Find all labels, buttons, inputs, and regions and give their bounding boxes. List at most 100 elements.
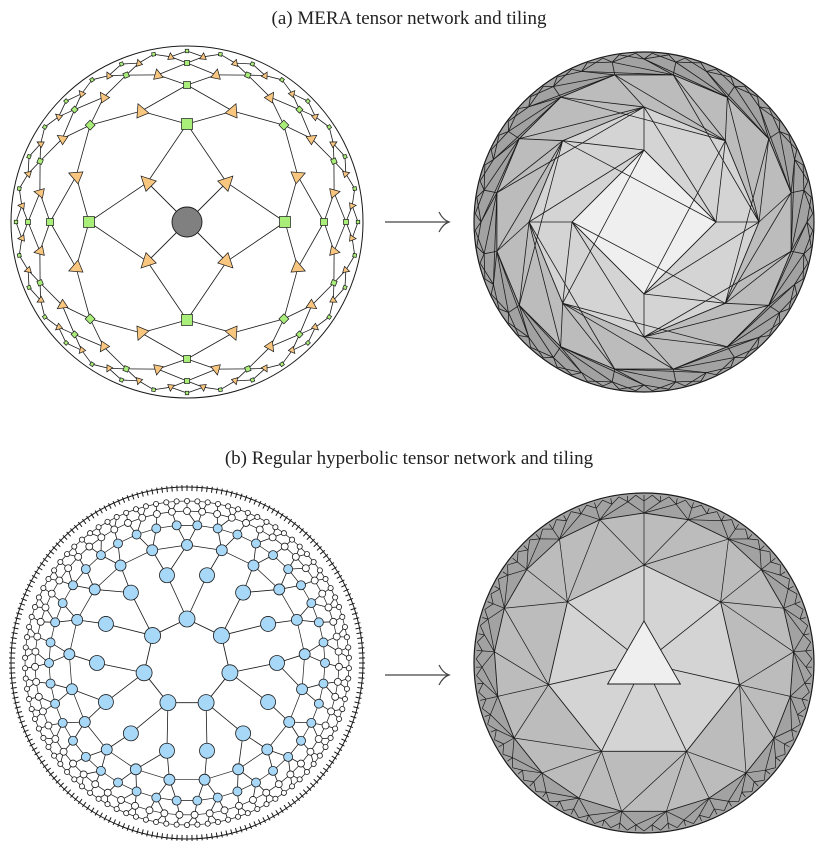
- tensor-node: [332, 632, 341, 641]
- tensor-node: [50, 698, 61, 709]
- tensor-node: [225, 503, 232, 510]
- isometry-node: [140, 175, 157, 192]
- tensor-node: [280, 530, 287, 537]
- tensor-node: [183, 497, 190, 504]
- tensor-node: [35, 594, 42, 601]
- isometry-node: [106, 364, 114, 373]
- disentangler-node: [279, 76, 285, 83]
- tensor-node: [160, 809, 169, 818]
- tensor-node: [220, 806, 229, 815]
- tensor-node: [324, 603, 333, 612]
- disentangler-node: [304, 339, 311, 346]
- tensor-node: [88, 583, 101, 596]
- isometry-node: [68, 259, 84, 273]
- tensor-node: [26, 623, 33, 630]
- tensor-node: [36, 617, 45, 626]
- isometry-node: [99, 91, 111, 104]
- network-boundary: [10, 45, 364, 399]
- isometry-node: [17, 202, 25, 210]
- isometry-node: [263, 91, 275, 104]
- tensor-node: [213, 510, 222, 518]
- tensor-node: [98, 616, 114, 632]
- tensor-node: [341, 623, 348, 630]
- tensor-node: [63, 648, 76, 661]
- tensor-node: [153, 819, 160, 826]
- caption-mera: (a) MERA tensor network and tiling: [271, 8, 547, 29]
- isometry-node: [224, 325, 238, 341]
- tensor-node: [45, 678, 56, 689]
- disentangler-node: [249, 61, 256, 67]
- tensor-node: [110, 525, 119, 534]
- tensor-node: [262, 788, 271, 797]
- tensor-node: [289, 783, 296, 790]
- tensor-node: [57, 558, 64, 565]
- tensor-node: [50, 617, 61, 628]
- tensor-node: [45, 576, 52, 583]
- tensor-node: [69, 759, 77, 768]
- tensor-node: [117, 796, 125, 804]
- tensor-node: [96, 765, 106, 776]
- tensor-node: [316, 567, 323, 574]
- tensor-node: [298, 648, 311, 661]
- tensor-node: [235, 801, 243, 810]
- tensor-node: [345, 654, 352, 661]
- tensor-node: [289, 536, 296, 543]
- tensor-node: [214, 819, 221, 826]
- disentangler-node: [183, 355, 191, 363]
- disentangler-node: [151, 387, 157, 393]
- tensor-node: [198, 773, 211, 786]
- tensor-node: [345, 675, 352, 682]
- disentangler-node: [244, 71, 252, 79]
- isometry-node: [287, 89, 296, 99]
- isometry-node: [349, 234, 357, 242]
- disentangler-node: [63, 339, 70, 346]
- isometry-node: [305, 134, 318, 146]
- tensor-node: [96, 550, 106, 561]
- tensor-node: [159, 694, 177, 712]
- tensor-node: [321, 721, 330, 730]
- tensor-node: [132, 506, 139, 513]
- disentangler-node: [84, 119, 96, 131]
- disentangler-node: [342, 153, 348, 160]
- tensor-node: [80, 564, 91, 575]
- tensor-node: [113, 514, 120, 521]
- tensor-node: [28, 613, 35, 620]
- tensor-node: [79, 770, 88, 779]
- disentangler-node: [36, 157, 44, 165]
- tensor-node: [197, 694, 215, 712]
- tensor-node: [167, 507, 176, 516]
- disentangler-node: [89, 76, 95, 83]
- tensor-node: [95, 795, 102, 802]
- tensor-node: [322, 576, 329, 583]
- tensor-node: [235, 506, 242, 513]
- tensor-node: [296, 683, 308, 696]
- tensor-node: [310, 576, 319, 585]
- tensor-node: [301, 564, 310, 573]
- isometry-node: [136, 325, 150, 341]
- tensor-node: [22, 675, 29, 682]
- tensor-node: [296, 543, 303, 550]
- tensor-node: [31, 604, 38, 611]
- tensor-node: [318, 637, 329, 648]
- tensor-node: [283, 716, 296, 728]
- tensor-node: [327, 707, 335, 716]
- tensor-node: [31, 662, 39, 671]
- tensor-node: [64, 564, 73, 573]
- disentangler-node: [295, 105, 304, 114]
- tensor-node: [181, 539, 193, 551]
- tensor-node: [232, 763, 245, 776]
- tensor-node: [91, 780, 100, 789]
- tensor-node: [336, 604, 343, 611]
- isometry-node: [153, 364, 164, 376]
- disentangler-node: [41, 314, 48, 320]
- tensor-node: [192, 520, 203, 531]
- tensor-node: [291, 552, 300, 561]
- tensor-node: [131, 801, 139, 810]
- top-tensor-node: [171, 206, 203, 238]
- tensor-node: [123, 810, 130, 817]
- tensor-node: [247, 559, 260, 572]
- tensor-node: [274, 780, 283, 789]
- tensor-node: [322, 743, 329, 750]
- tensor-node: [280, 542, 289, 551]
- tensor-node: [131, 786, 142, 797]
